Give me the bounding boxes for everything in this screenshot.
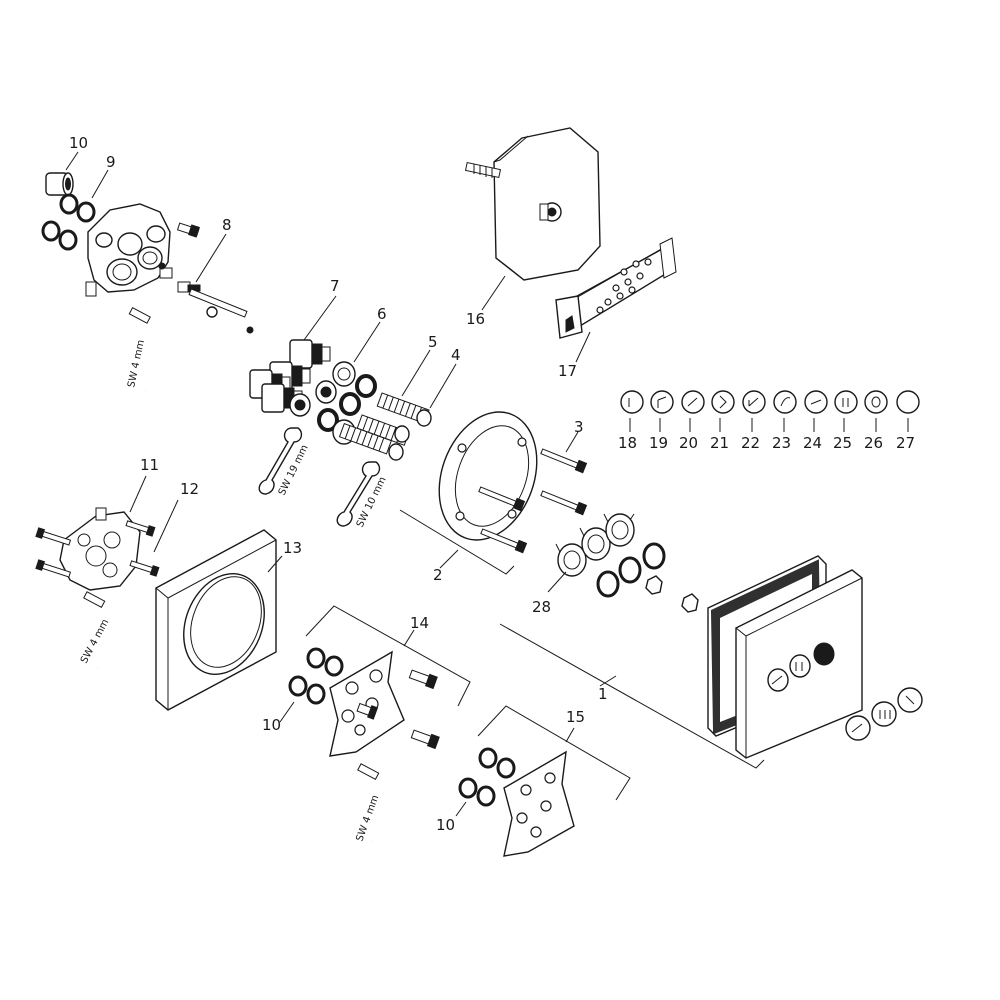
buttons-row: [620, 390, 920, 432]
button-20: [681, 390, 705, 414]
screws-part-8: [176, 222, 227, 293]
label-13: 13: [283, 539, 302, 557]
caps-part-4: [388, 363, 457, 461]
button-27: [896, 390, 920, 414]
label-28: 28: [532, 598, 551, 616]
label-11: 11: [140, 456, 159, 474]
label-10-bottom: 10: [436, 816, 455, 834]
wrench-sw10: [336, 461, 381, 527]
mounting-plate-part-15: [477, 705, 631, 857]
base-unit-part-11: [35, 475, 179, 591]
label-25: 25: [833, 434, 852, 452]
spindle-part: [188, 288, 254, 334]
label-26: 26: [864, 434, 883, 452]
adapters-part-28: [547, 513, 635, 593]
label-8: 8: [222, 216, 232, 234]
label-12: 12: [180, 480, 199, 498]
screws-part-3: [478, 431, 588, 554]
button-26: [864, 390, 888, 414]
trim-buttons: [845, 687, 923, 741]
label-17: 17: [558, 362, 577, 380]
label-14: 14: [410, 614, 429, 632]
o-rings-part-15: [455, 747, 516, 817]
label-sw4-bottom: SW 4 mm: [354, 794, 381, 843]
o-rings-part-14: [279, 647, 344, 723]
label-3: 3: [574, 418, 584, 436]
label-20: 20: [679, 434, 698, 452]
label-27: 27: [896, 434, 915, 452]
mounting-plate-part-14: [305, 605, 471, 757]
label-1: 1: [598, 685, 608, 703]
label-2: 2: [433, 566, 443, 584]
button-18: [620, 390, 644, 414]
label-9: 9: [106, 153, 116, 171]
button-21: [711, 390, 735, 414]
label-6: 6: [377, 305, 387, 323]
button-19: [650, 390, 674, 414]
hex-key-sw4-mid: [83, 591, 126, 669]
label-sw10: SW 10 mm: [355, 475, 389, 529]
label-16: 16: [466, 310, 485, 328]
label-4: 4: [451, 346, 461, 364]
label-24: 24: [803, 434, 822, 452]
escutcheon-part-13: [155, 529, 283, 711]
o-rings-upper: [41, 169, 109, 251]
cartridges-part-7: [249, 295, 337, 417]
extensions-part-5: [338, 349, 431, 455]
mounting-ring-part-2: [399, 411, 538, 575]
mounting-frame-part-17: [555, 237, 677, 363]
trim-plate-part-1: [499, 555, 863, 769]
label-10-top: 10: [69, 134, 88, 152]
valve-body-group: [41, 151, 254, 391]
part-labels: 10 9 8 7 6 5 4 16 17 3 18 19 20 21 22 23…: [69, 134, 915, 834]
valve-body-part: [85, 203, 173, 297]
label-sw4-top: SW 4 mm: [126, 339, 147, 389]
label-sw4-mid: SW 4 mm: [79, 617, 111, 665]
label-19: 19: [649, 434, 668, 452]
small-valve-parts: [645, 575, 699, 613]
seals-o-rings: [596, 542, 666, 598]
button-24: [804, 390, 828, 414]
label-10-middle: 10: [262, 716, 281, 734]
label-18: 18: [618, 434, 637, 452]
label-5: 5: [428, 333, 438, 351]
label-22: 22: [741, 434, 760, 452]
button-22: [742, 390, 766, 414]
sleeve-part: [45, 151, 79, 196]
wrench-sw19: [258, 427, 303, 495]
hex-key-sw4-top: [128, 306, 174, 391]
label-21: 21: [710, 434, 729, 452]
rough-in-box-part-16: [464, 127, 601, 311]
cartridge-group: [249, 295, 457, 527]
hex-key-sw4-bottom: [357, 763, 402, 843]
label-7: 7: [330, 277, 340, 295]
button-23: [773, 390, 797, 414]
label-15: 15: [566, 708, 585, 726]
label-23: 23: [772, 434, 791, 452]
button-25: [834, 390, 858, 414]
